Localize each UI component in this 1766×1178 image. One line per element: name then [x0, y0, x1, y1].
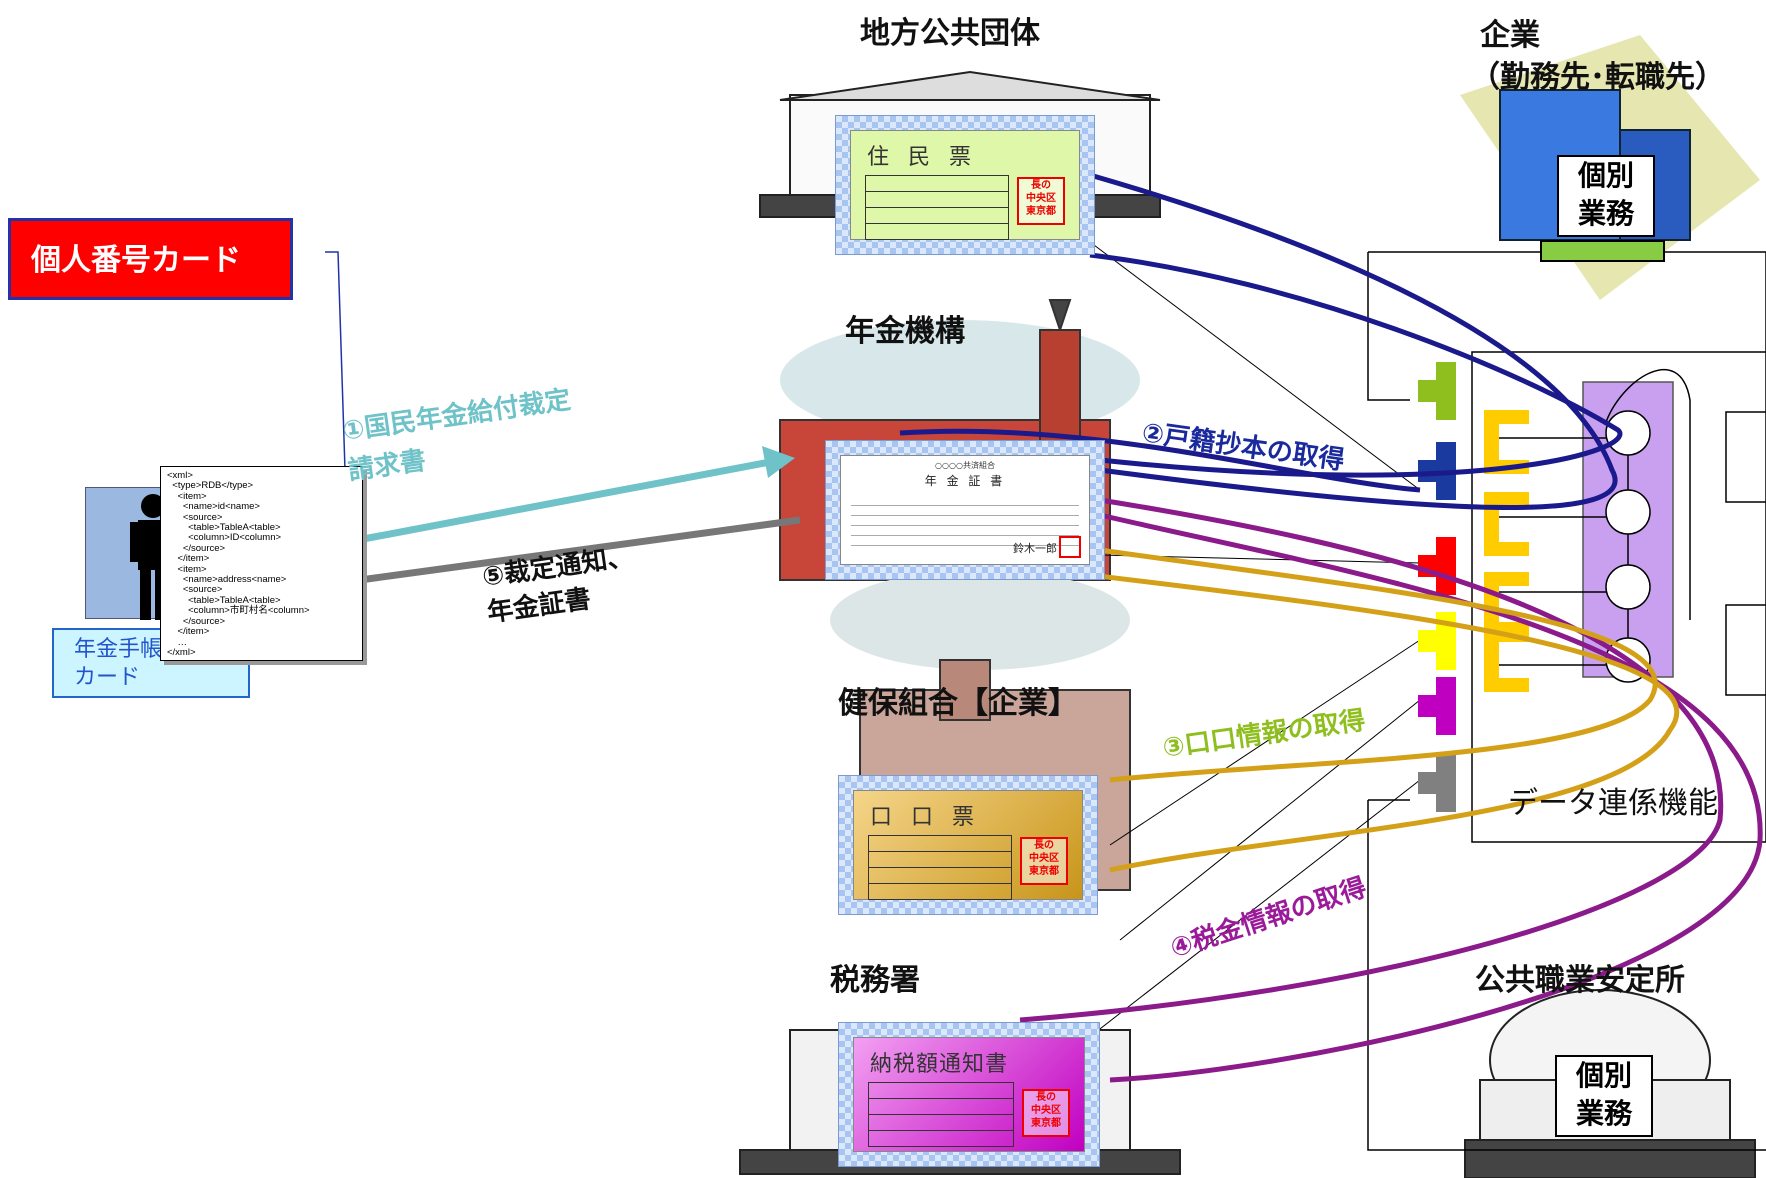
kosekihyo-title: 口 口 票	[870, 805, 980, 830]
step5-arrow	[359, 516, 801, 584]
connector-block	[1418, 537, 1456, 595]
company-subtitle: （勤務先･転職先）	[1470, 60, 1725, 95]
step1-arrow	[357, 446, 795, 544]
connector-block	[1418, 362, 1456, 420]
nenkin-signer: 鈴木一郎	[1013, 542, 1057, 555]
seal-icon: 長の 中央区 東京都	[1017, 177, 1065, 225]
connector-block	[1418, 612, 1456, 670]
nenkin-shosho-document: ○○○○共済組合 年 金 証 書 鈴木一郎	[825, 440, 1105, 580]
data-link-title: データ連係機能	[1508, 786, 1718, 821]
kosekihyo-document: 口 口 票 長の 中央区 東京都	[838, 775, 1098, 915]
nenkin-shosho-title: 年 金 証 書	[924, 474, 1006, 488]
company-individual-work: 個別 業務	[1557, 155, 1655, 237]
connector-block	[1418, 754, 1456, 812]
company-base	[1540, 240, 1665, 262]
company-title: 企業	[1480, 18, 1540, 53]
seal-icon: 長の 中央区 東京都	[1020, 837, 1068, 885]
doc-table	[865, 175, 1009, 240]
hello-work-title: 公共職業安定所	[1475, 963, 1685, 998]
nenkin-lines	[851, 496, 1079, 551]
nenkin-seal-icon	[1059, 536, 1081, 558]
nenkin-org: ○○○○共済組合	[935, 461, 995, 470]
doc-table	[868, 835, 1012, 900]
kenpo-title: 健保組合【企業】	[838, 686, 1078, 721]
tax-title: 税務署	[830, 963, 920, 998]
juminhyo-title: 住 民 票	[867, 145, 977, 170]
xml-document: <xml> <type>RDB</type> <item> <name>id<n…	[160, 466, 363, 661]
nenkin-title: 年金機構	[845, 314, 965, 349]
connector-blocks	[1418, 362, 1456, 812]
local-gov-title: 地方公共団体	[860, 16, 1040, 51]
juminhyo-document: 住 民 票 長の 中央区 東京都	[835, 115, 1095, 255]
connector-block	[1418, 677, 1456, 735]
doc-table	[868, 1082, 1014, 1147]
my-number-card[interactable]: 個人番号カード	[8, 218, 293, 300]
tax-notice-title: 納税額通知書	[870, 1052, 1009, 1077]
hello-work-building	[1464, 989, 1756, 1178]
tax-notice-document: 納税額通知書 長の 中央区 東京都	[838, 1022, 1100, 1167]
hello-work-individual-work: 個別 業務	[1555, 1055, 1653, 1137]
seal-icon: 長の 中央区 東京都	[1022, 1089, 1070, 1137]
